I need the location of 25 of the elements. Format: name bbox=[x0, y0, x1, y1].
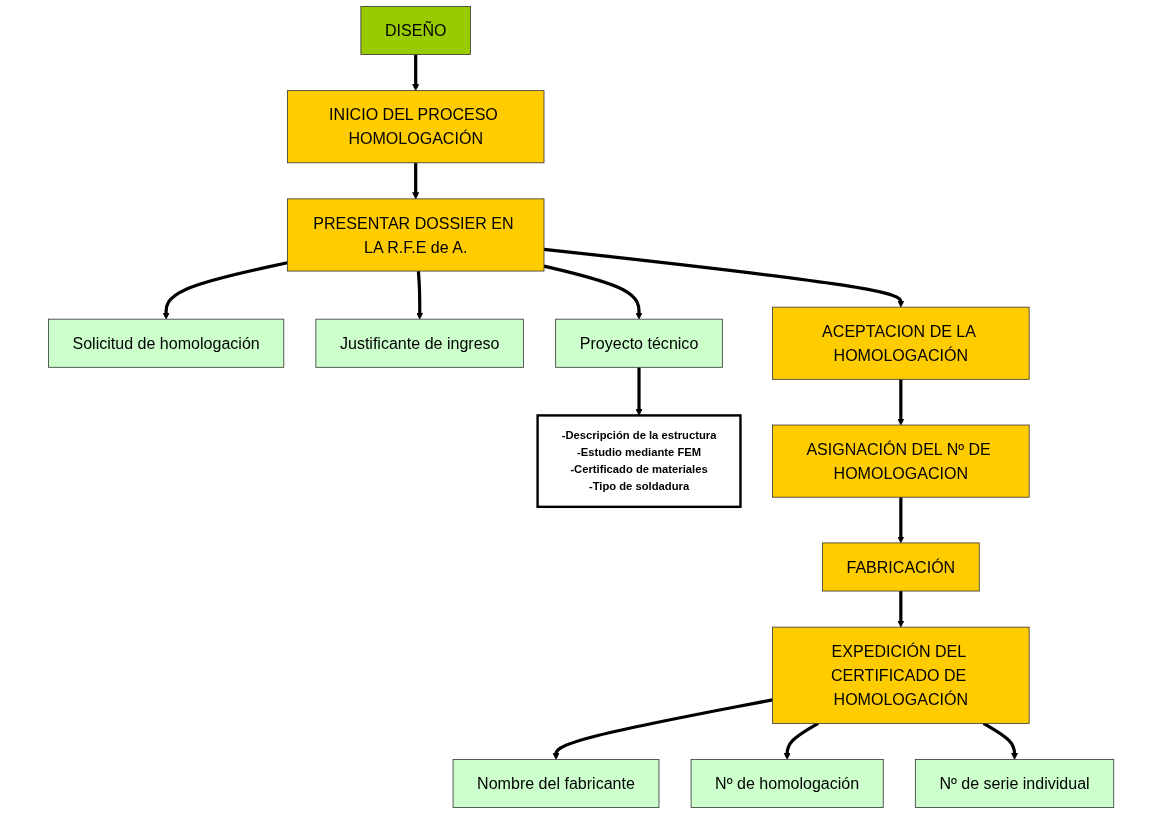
node-box: -Descripción de la estructura -Estudio mediante FEM -Certificado de materiales -Tipo de soldadura bbox=[536, 414, 742, 509]
node-box: FABRICACIÓN bbox=[821, 542, 980, 592]
arrow bbox=[412, 54, 420, 91]
arrow bbox=[543, 247, 905, 308]
arrow bbox=[162, 261, 288, 320]
arrow bbox=[897, 379, 905, 426]
node-box: ASIGNACIÓN DEL Nº DE HOMOLOGACION bbox=[772, 424, 1030, 498]
node-box: DISEÑO bbox=[360, 6, 471, 55]
node-box: Nombre del fabricante bbox=[452, 759, 660, 808]
node-box: INICIO DEL PROCESO HOMOLOGACIÓN bbox=[286, 90, 545, 164]
arrow bbox=[897, 497, 905, 544]
arrow bbox=[543, 264, 643, 320]
arrow bbox=[552, 698, 773, 760]
node-box: Nº de serie individual bbox=[914, 759, 1115, 808]
arrow bbox=[635, 367, 643, 416]
arrow bbox=[897, 591, 905, 628]
node-box: Solicitud de homologación bbox=[47, 318, 285, 368]
node-box: Justificante de ingreso bbox=[315, 318, 524, 368]
arrow bbox=[412, 162, 420, 200]
node-box: EXPEDICIÓN DEL CERTIFICADO DE HOMOLOGACIÓN bbox=[772, 626, 1030, 724]
arrow bbox=[416, 270, 424, 320]
node-box: PRESENTAR DOSSIER EN LA R.F.E de A. bbox=[286, 198, 545, 272]
node-box: Nº de homologación bbox=[690, 759, 884, 808]
node-box: ACEPTACION DE LA HOMOLOGACIÓN bbox=[772, 306, 1030, 380]
node-box: Proyecto técnico bbox=[555, 318, 723, 368]
